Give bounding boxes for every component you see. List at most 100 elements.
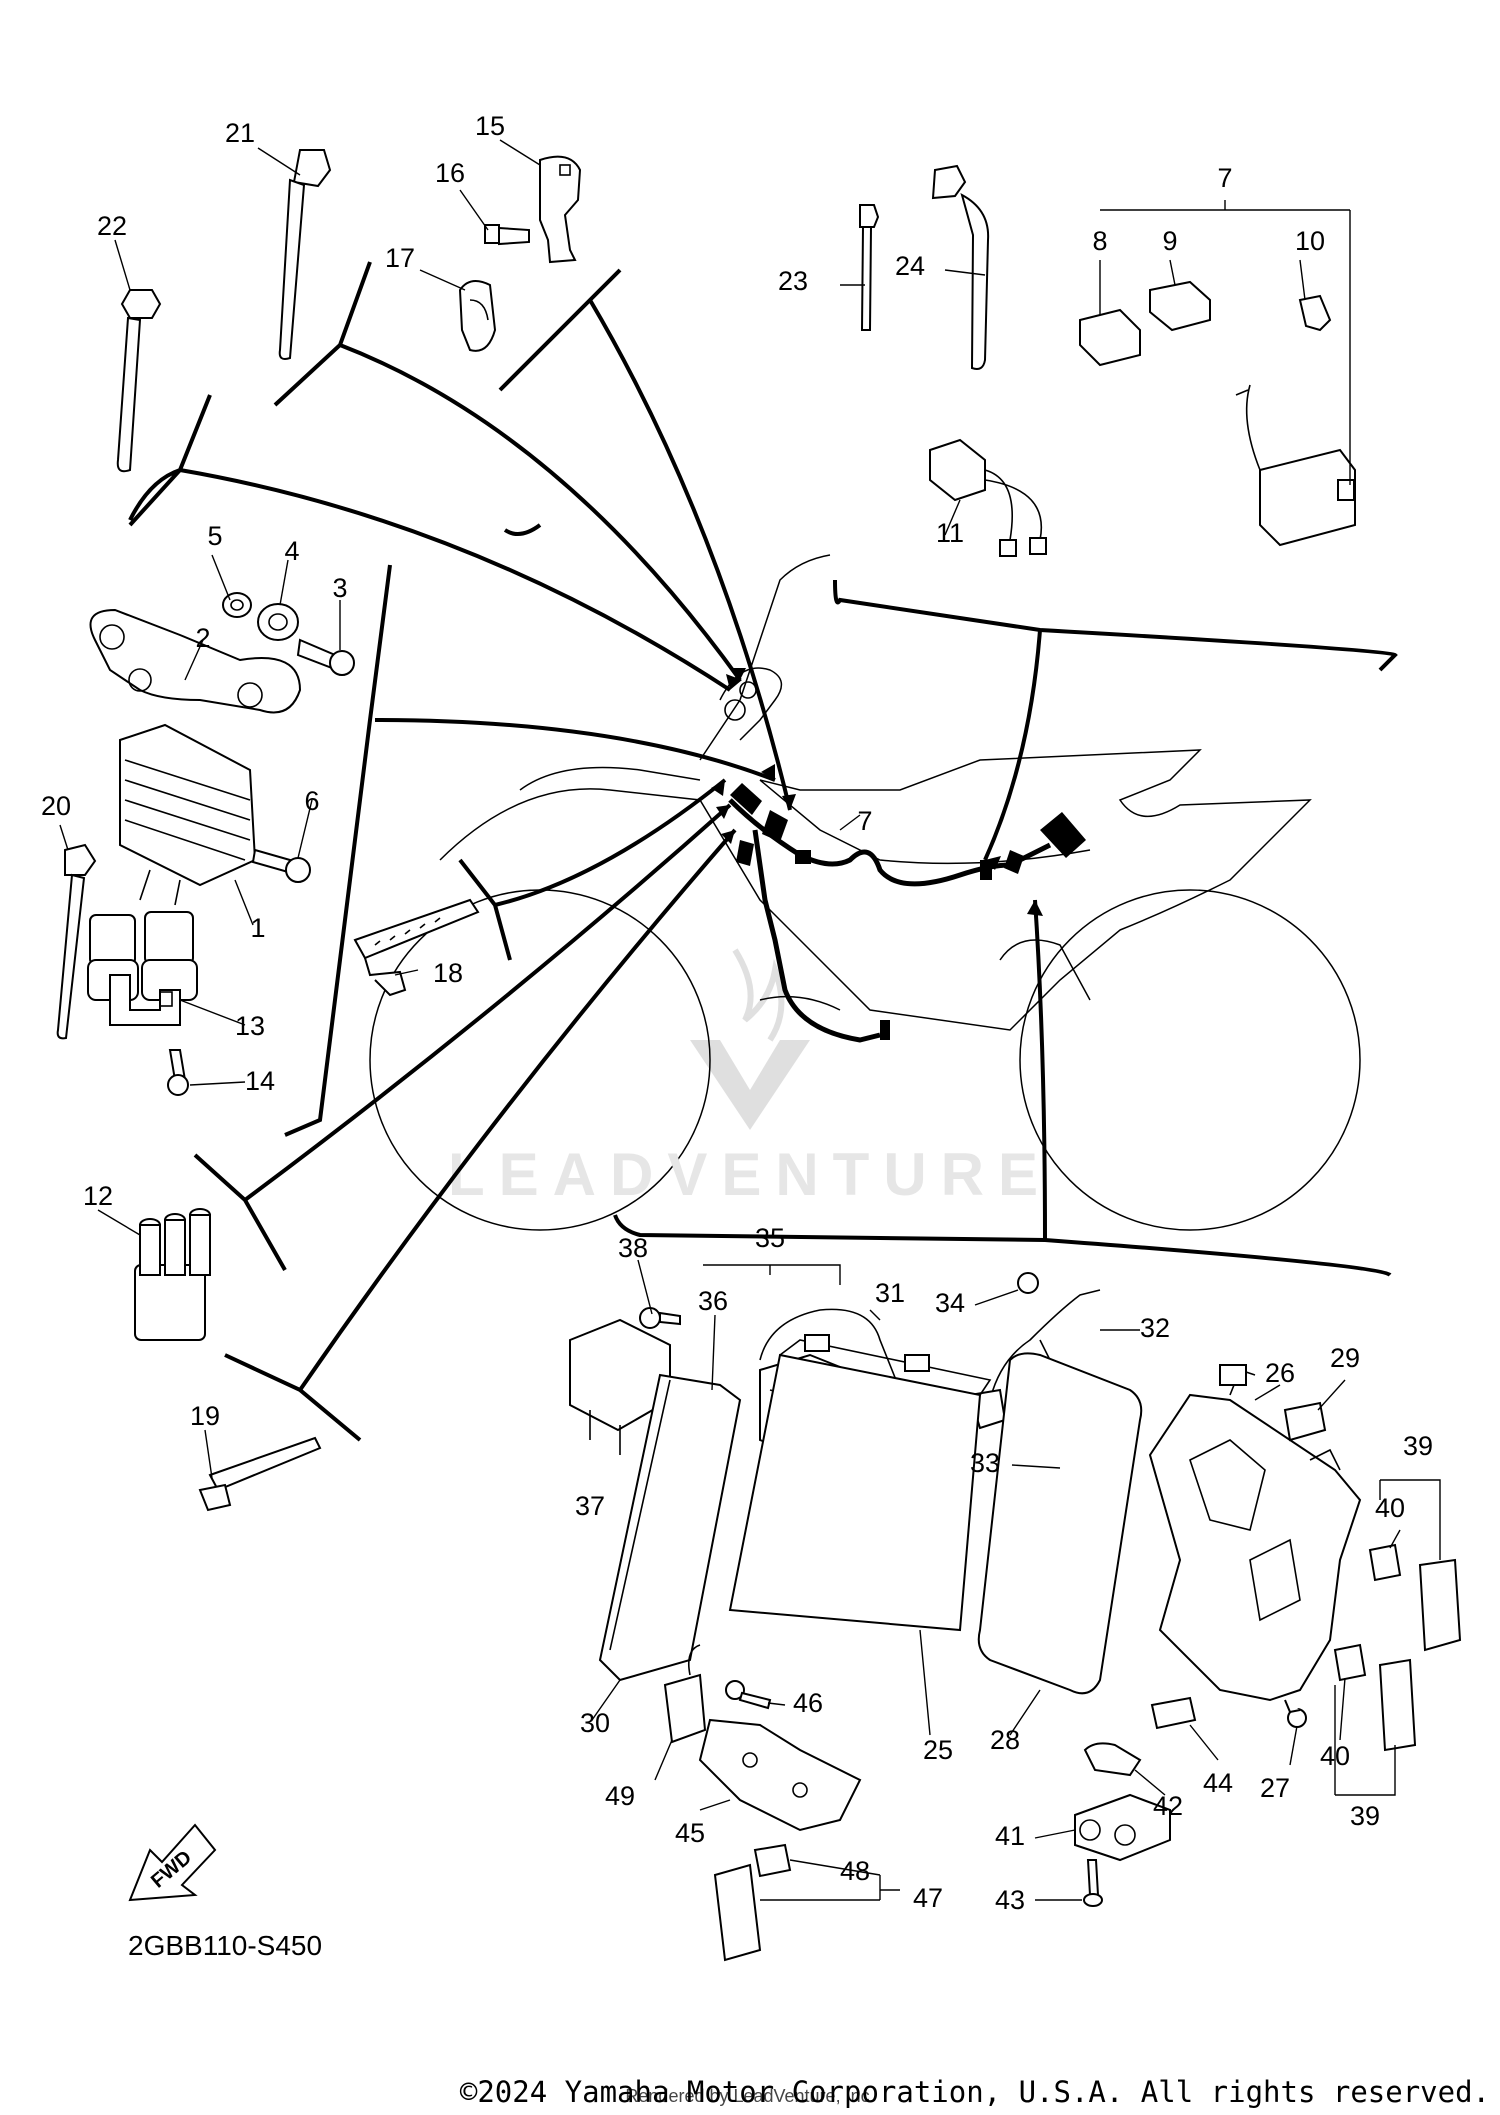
screw-16 (484, 224, 530, 246)
cable-tie-20 (56, 843, 97, 1040)
callout-7-top: 7 (1217, 163, 1232, 193)
callout-24: 24 (895, 251, 925, 281)
bolt-38 (639, 1307, 681, 1329)
callout-23: 23 (778, 266, 808, 296)
callout-34: 34 (935, 1288, 965, 1318)
bolt-3 (296, 638, 355, 676)
fuse-holder-7 (1235, 384, 1356, 547)
cable-tie-24 (931, 164, 990, 370)
callout-31: 31 (875, 1278, 905, 1308)
callout-18: 18 (433, 958, 463, 988)
callout-10: 10 (1295, 226, 1325, 256)
damper-44 (1150, 1696, 1197, 1730)
bolt-6 (251, 848, 311, 883)
callout-16: 16 (435, 158, 465, 188)
clamp-17 (458, 280, 497, 352)
coupler-47 (713, 1843, 792, 1962)
connector-11 (929, 438, 1047, 557)
bolt-43 (1083, 1859, 1103, 1907)
sensor-49 (663, 1644, 707, 1744)
callout-43: 43 (995, 1885, 1025, 1915)
bracket-45 (698, 1718, 862, 1832)
callout-29: 29 (1330, 1343, 1360, 1373)
callout-44: 44 (1203, 1768, 1233, 1798)
bolt-27 (1284, 1699, 1307, 1728)
cable-tie-21 (278, 149, 332, 360)
callout-21: 21 (225, 118, 255, 148)
callout-26: 26 (1265, 1358, 1295, 1388)
callout-39-bottom: 39 (1350, 1801, 1380, 1831)
callout-33: 33 (970, 1448, 1000, 1478)
fuse-10 (1298, 294, 1332, 332)
callout-22: 22 (97, 211, 127, 241)
callout-32: 32 (1140, 1313, 1170, 1343)
watermark-logo (690, 948, 810, 1130)
cable-tie-19 (198, 1436, 322, 1512)
rectifier-1 (119, 723, 257, 906)
callout-12: 12 (83, 1181, 113, 1211)
watermark: LEADVENTURE (448, 1141, 1052, 1208)
battery-25 (728, 1334, 992, 1632)
fwd-arrow-icon: FWD (128, 1823, 217, 1902)
callout-3: 3 (332, 573, 347, 603)
nut-34 (1017, 1272, 1039, 1294)
battery-box-26 (1148, 1364, 1362, 1702)
copyright-notice: ©2024 Yamaha Motor Corporation, U.S.A. A… (459, 2075, 1490, 2109)
callout-2: 2 (195, 623, 210, 653)
callout-49: 49 (605, 1781, 635, 1811)
callout-48: 48 (840, 1856, 870, 1886)
bracket-15 (539, 155, 582, 264)
callout-20: 20 (41, 791, 71, 821)
grommet-4 (257, 603, 299, 641)
sensor-41 (1074, 1793, 1171, 1862)
wire-harness (719, 667, 1086, 1043)
diagram-code: 2GBB110-S450 (128, 1930, 322, 1961)
bracket-2 (89, 608, 302, 714)
callout-1: 1 (250, 913, 265, 943)
callout-28: 28 (990, 1725, 1020, 1755)
rendered-by: Rendered by LeadVenture, Inc. (625, 2086, 874, 2106)
callout-5: 5 (207, 521, 222, 551)
callout-9: 9 (1162, 226, 1177, 256)
coupler-left (87, 911, 198, 1001)
callout-6: 6 (304, 786, 319, 816)
callout-leaders (59, 139, 1441, 1901)
callout-labels: 21 22 15 16 17 23 24 7 8 9 10 11 5 4 3 2… (41, 111, 1433, 1915)
collar-5 (222, 592, 252, 618)
screw-14 (167, 1049, 189, 1096)
fuse-box-8 (1079, 308, 1141, 367)
damper-29 (1283, 1401, 1327, 1442)
callout-14: 14 (245, 1066, 275, 1096)
callout-19: 19 (190, 1401, 220, 1431)
callout-11: 11 (936, 518, 964, 548)
callout-46: 46 (793, 1688, 823, 1718)
cable-tie-23 (859, 204, 880, 331)
callout-35: 35 (755, 1223, 785, 1253)
callout-25: 25 (923, 1735, 953, 1765)
callout-36: 36 (698, 1286, 728, 1316)
callout-40-bottom: 40 (1320, 1741, 1350, 1771)
callout-37: 37 (575, 1491, 605, 1521)
pad-28 (977, 1352, 1143, 1695)
callout-42: 42 (1153, 1791, 1183, 1821)
coupler-12 (134, 1208, 211, 1341)
callout-47: 47 (913, 1883, 943, 1913)
callout-27: 27 (1260, 1773, 1290, 1803)
pointer-leads (179, 298, 1047, 1392)
callout-13: 13 (235, 1011, 265, 1041)
callout-30: 30 (580, 1708, 610, 1738)
clamp-18 (353, 898, 480, 997)
callout-7-harness: 7 (857, 806, 872, 836)
covers-40 (1333, 1543, 1402, 1682)
bracket-42 (1083, 1742, 1142, 1777)
terminal-13 (109, 974, 181, 1026)
group-brackets (128, 261, 1398, 1442)
callout-8: 8 (1092, 226, 1107, 256)
callout-40-top: 40 (1375, 1493, 1405, 1523)
cable-tie-22 (116, 289, 162, 473)
relay-9 (1149, 280, 1211, 332)
callout-39-top: 39 (1403, 1431, 1433, 1461)
callout-15: 15 (475, 111, 505, 141)
callout-38: 38 (618, 1233, 648, 1263)
